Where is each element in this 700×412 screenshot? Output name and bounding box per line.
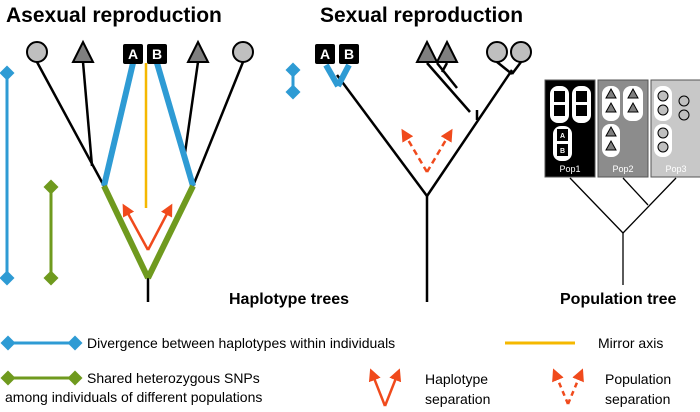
legend-haplotype-arrow-right: [383, 368, 402, 407]
haplotype-a-box: A: [123, 44, 143, 64]
pop2-box: Pop2: [597, 79, 649, 178]
legend-shared-text-2: among individuals of different populatio…: [5, 389, 262, 405]
haplotype-a-label: A: [128, 46, 138, 62]
legend-shared-text-1: Shared heterozygous SNPs: [87, 370, 260, 386]
legend-haplotype-text-1: Haplotype: [425, 371, 488, 387]
circle-tip: [232, 41, 254, 63]
haplotype-b-box: B: [147, 44, 167, 64]
triangle-tip: [435, 39, 459, 63]
sexual-tree: A B: [315, 39, 532, 302]
circle-tip: [510, 41, 532, 63]
triangle-tip: [415, 39, 439, 63]
triangle-tip: [71, 39, 95, 63]
legend-divergence-text: Divergence between haplotypes within ind…: [87, 335, 395, 351]
legend: Divergence between haplotypes within ind…: [0, 335, 671, 407]
legend-mirror-text: Mirror axis: [598, 335, 663, 351]
divergence-sexual-left: [323, 63, 341, 88]
pop1-label: Pop1: [559, 164, 580, 174]
circle-tip: [26, 41, 48, 63]
pop1-box: A B Pop1: [544, 79, 596, 178]
legend-population-text-2: separation: [605, 391, 670, 407]
haplotype-a-label: A: [320, 46, 330, 62]
haplotype-separation-arrow-right: [146, 203, 173, 251]
pop1-mini-b: B: [560, 148, 565, 155]
pop1-mini-a: A: [560, 133, 565, 140]
asexual-title: Asexual reproduction: [6, 4, 222, 27]
asexual-tree: A B: [26, 39, 254, 302]
sexual-title: Sexual reproduction: [320, 4, 523, 27]
pop2-label: Pop2: [612, 164, 633, 174]
haplotype-separation-arrow-left: [122, 203, 150, 251]
pop3-box: Pop3: [650, 79, 700, 178]
legend-haplotype-text-2: separation: [425, 391, 490, 407]
legend-population-arrow-left: [552, 368, 570, 405]
haplotype-b-label: B: [152, 46, 162, 62]
pop3-label: Pop3: [665, 164, 686, 174]
legend-population-arrow-right: [566, 368, 584, 405]
haplotype-a-box: A: [315, 44, 335, 64]
haplotype-b-box: B: [339, 44, 359, 64]
circle-tip: [486, 41, 508, 63]
legend-haplotype-arrow-left: [368, 368, 387, 407]
population-separation-arrow-left: [401, 128, 429, 173]
divergence-branch-a: [101, 62, 136, 187]
triangle-tip: [186, 39, 210, 63]
population-tree: A B Pop1 Pop2: [544, 79, 700, 285]
population-tree-label: Population tree: [560, 291, 677, 308]
divergence-sexual-right: [335, 63, 352, 88]
shared-branch-left: [101, 184, 151, 280]
divergence-branch-b: [154, 62, 196, 187]
haplotype-b-label: B: [344, 46, 354, 62]
shared-branch-right: [145, 184, 196, 280]
haplotype-trees-label: Haplotype trees: [229, 291, 349, 308]
legend-population-text-1: Population: [605, 371, 671, 387]
population-separation-arrow-right: [425, 128, 453, 173]
